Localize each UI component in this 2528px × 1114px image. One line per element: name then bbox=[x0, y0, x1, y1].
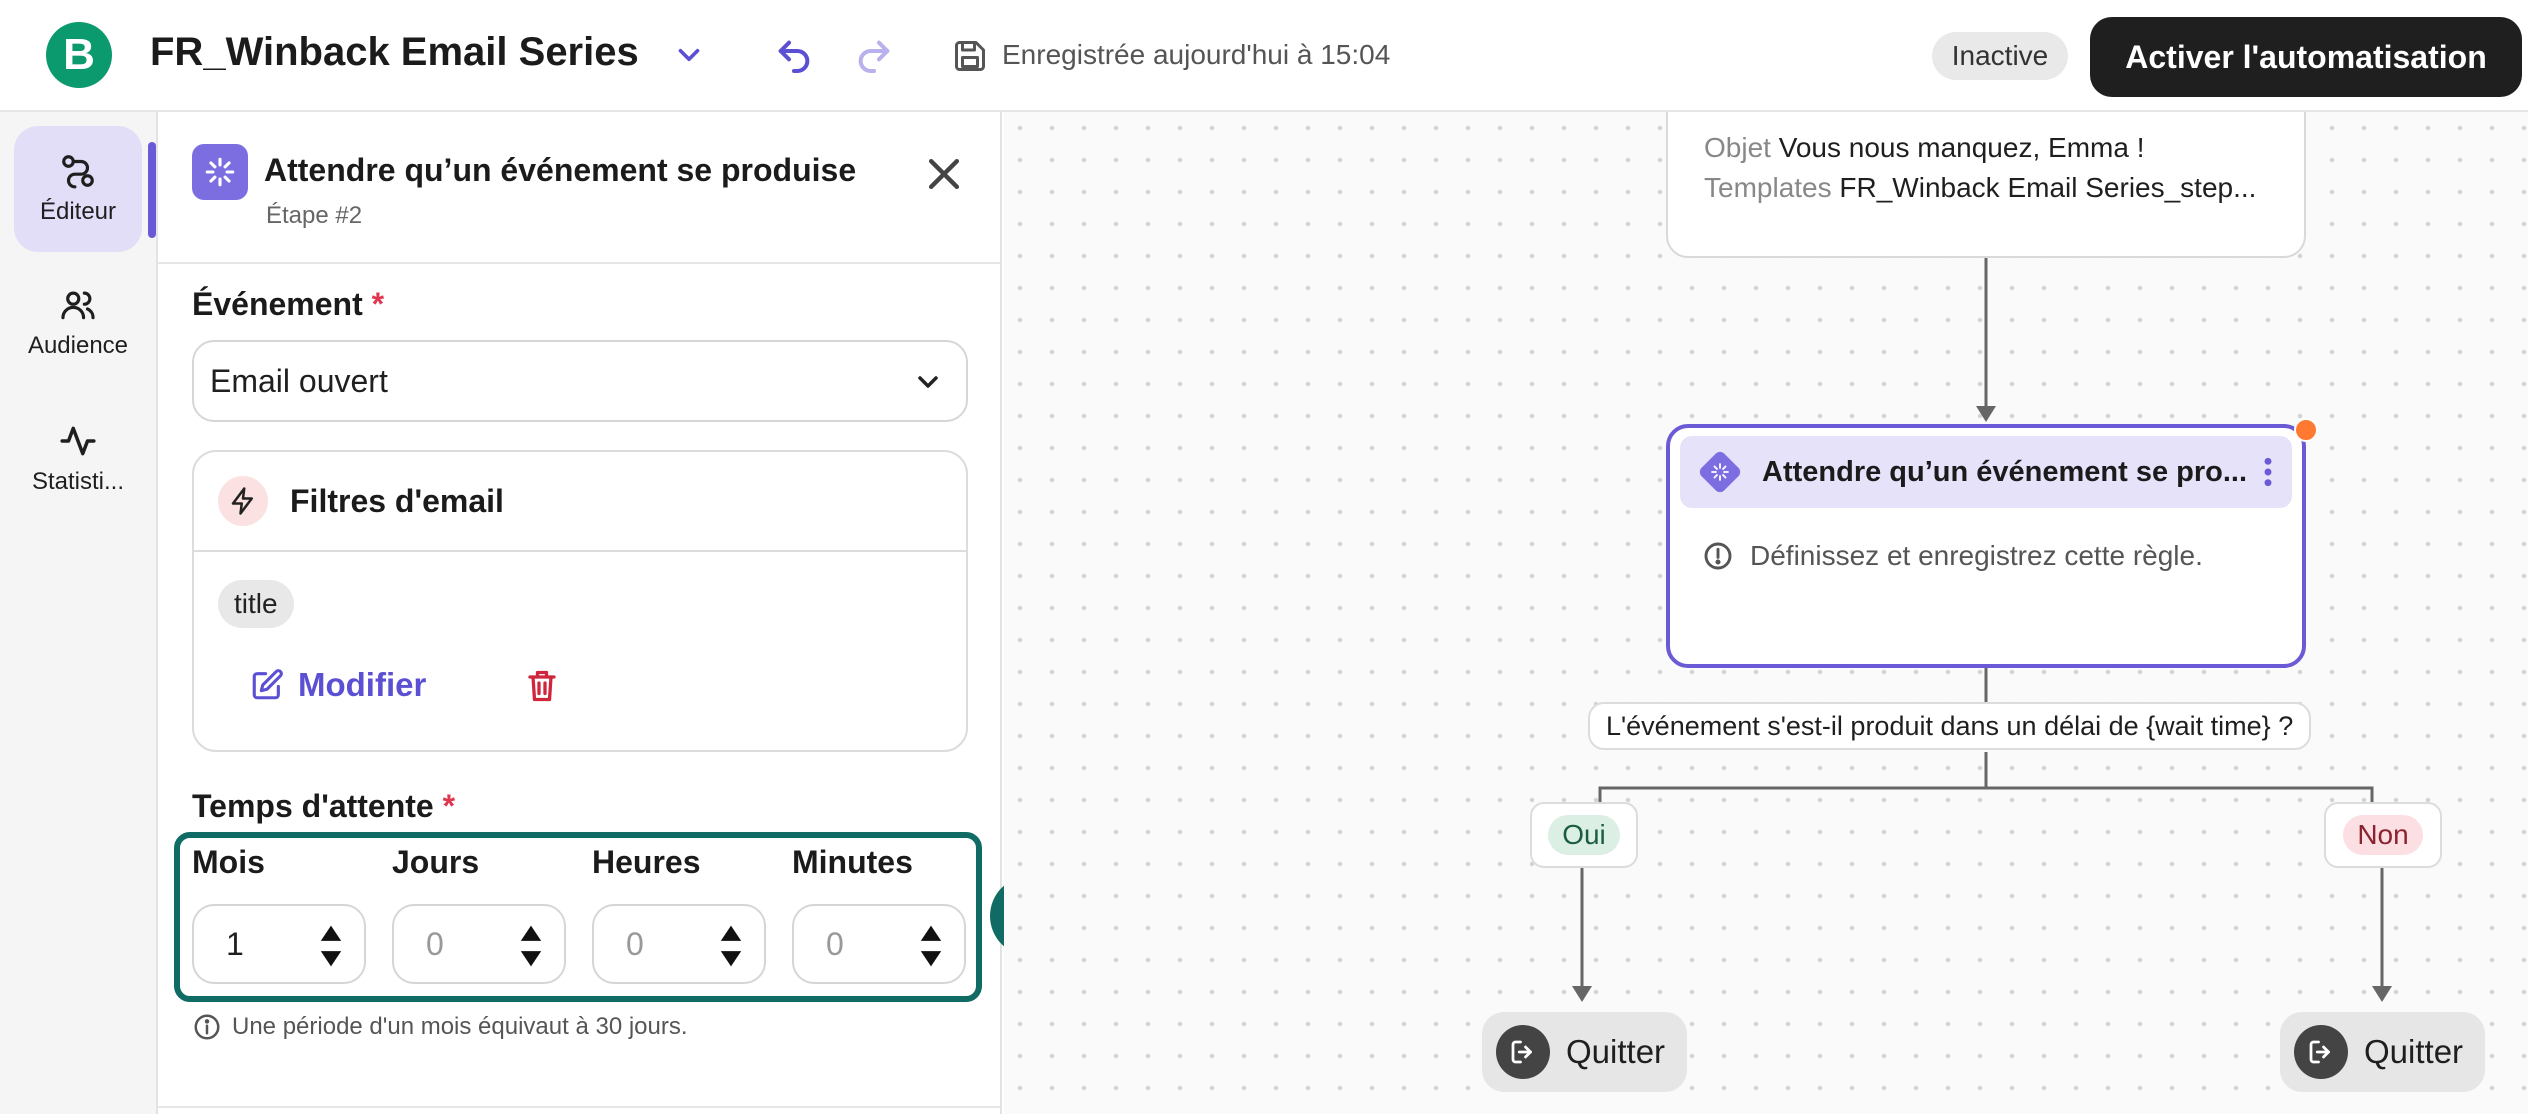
hours-value: 0 bbox=[626, 926, 644, 962]
email-filters-title: Filtres d'email bbox=[290, 483, 504, 519]
exit-icon bbox=[1496, 1025, 1550, 1079]
days-label: Jours bbox=[392, 844, 480, 880]
left-navigation-rail: Éditeur Audience Statisti... bbox=[0, 112, 158, 1114]
modify-filters-button[interactable]: Modifier bbox=[250, 666, 426, 704]
wait-event-node[interactable]: Attendre qu’un événement se pro... Défin… bbox=[1666, 424, 2306, 668]
wait-event-icon bbox=[1699, 451, 1741, 493]
event-label: Événement * bbox=[192, 286, 385, 322]
event-select-value: Email ouvert bbox=[210, 362, 388, 399]
wait-event-icon bbox=[192, 144, 248, 200]
spinner-arrows-icon[interactable] bbox=[914, 920, 948, 972]
step-settings-panel: Attendre qu’un événement se produise Éta… bbox=[158, 112, 1002, 1114]
more-options-icon[interactable] bbox=[2260, 456, 2276, 488]
spinner-arrows-icon[interactable] bbox=[514, 920, 548, 972]
workflow-canvas[interactable]: Objet Vous nous manquez, Emma ! Template… bbox=[1004, 112, 2528, 1114]
wait-event-node-title: Attendre qu’un événement se pro... bbox=[1762, 456, 2248, 488]
trash-icon[interactable] bbox=[524, 668, 560, 704]
minutes-label: Minutes bbox=[792, 844, 913, 880]
flow-connectors bbox=[1572, 258, 2392, 1002]
months-label: Mois bbox=[192, 844, 265, 880]
email-subject: Objet Vous nous manquez, Emma ! bbox=[1704, 132, 2145, 163]
lightning-icon bbox=[218, 476, 268, 526]
wait-time-label: Temps d'attente * bbox=[192, 788, 456, 824]
hours-stepper[interactable]: 0 bbox=[592, 904, 766, 984]
panel-divider bbox=[158, 1106, 1000, 1108]
brand-logo[interactable]: B bbox=[46, 22, 112, 88]
automation-title[interactable]: FR_Winback Email Series bbox=[150, 30, 639, 74]
email-template: Templates FR_Winback Email Series_step..… bbox=[1704, 172, 2257, 203]
condition-label: L'événement s'est-il produit dans un dél… bbox=[1588, 702, 2312, 750]
activity-icon bbox=[60, 426, 96, 456]
exit-icon bbox=[2294, 1025, 2348, 1079]
top-bar: B FR_Winback Email Series Enregistrée au… bbox=[0, 0, 2528, 112]
redo-icon[interactable] bbox=[854, 36, 894, 76]
rule-warning: Définissez et enregistrez cette règle. bbox=[1702, 540, 2203, 572]
spinner-arrows-icon[interactable] bbox=[314, 920, 348, 972]
months-stepper[interactable]: 1 bbox=[192, 904, 366, 984]
minutes-value: 0 bbox=[826, 926, 844, 962]
exit-node-yes[interactable]: Quitter bbox=[1482, 1012, 1688, 1092]
info-icon bbox=[194, 1014, 220, 1040]
minutes-stepper[interactable]: 0 bbox=[792, 904, 966, 984]
activate-automation-button[interactable]: Activer l'automatisation bbox=[2090, 17, 2522, 97]
days-value: 0 bbox=[426, 926, 444, 962]
step-number: Étape #2 bbox=[266, 202, 363, 229]
rail-item-label: Éditeur bbox=[39, 198, 117, 225]
months-value: 1 bbox=[226, 926, 244, 962]
rail-item-label: Statisti... bbox=[31, 468, 125, 495]
chevron-down-icon bbox=[918, 376, 938, 388]
wait-event-node-header: Attendre qu’un événement se pro... bbox=[1680, 436, 2292, 508]
unsaved-indicator bbox=[2294, 418, 2318, 442]
undo-icon[interactable] bbox=[774, 36, 814, 76]
hours-label: Heures bbox=[592, 844, 701, 880]
branch-yes: Oui bbox=[1530, 802, 1638, 868]
email-filters-card: Filtres d'email title Modifier bbox=[192, 450, 968, 752]
rail-item-editor[interactable]: Éditeur bbox=[14, 126, 142, 252]
save-icon bbox=[955, 41, 985, 71]
rail-item-audience[interactable]: Audience bbox=[14, 260, 142, 386]
workflow-icon bbox=[62, 155, 94, 189]
exit-node-no[interactable]: Quitter bbox=[2280, 1012, 2486, 1092]
email-step-node[interactable]: Objet Vous nous manquez, Emma ! Template… bbox=[1666, 112, 2306, 258]
days-stepper[interactable]: 0 bbox=[392, 904, 566, 984]
alert-circle-icon bbox=[1704, 542, 1732, 570]
panel-title: Attendre qu’un événement se produise bbox=[264, 152, 857, 188]
edit-icon bbox=[252, 669, 283, 700]
event-select[interactable]: Email ouvert bbox=[192, 340, 968, 422]
save-status-text: Enregistrée aujourd'hui à 15:04 bbox=[1002, 39, 1391, 70]
spinner-arrows-icon[interactable] bbox=[714, 920, 748, 972]
rail-item-statistics[interactable]: Statisti... bbox=[14, 396, 142, 522]
filter-chip: title bbox=[218, 580, 294, 628]
branch-no: Non bbox=[2324, 802, 2442, 868]
wait-time-hint: Une période d'un mois équivaut à 30 jour… bbox=[192, 1012, 688, 1042]
email-filters-header: Filtres d'email bbox=[194, 452, 966, 552]
active-indicator bbox=[148, 142, 156, 238]
rail-item-label: Audience bbox=[27, 332, 129, 359]
chevron-down-icon[interactable] bbox=[672, 38, 706, 72]
wait-time-highlight bbox=[174, 832, 982, 1002]
users-icon bbox=[61, 291, 95, 320]
panel-header: Attendre qu’un événement se produise Éta… bbox=[158, 112, 1000, 264]
close-icon[interactable] bbox=[922, 152, 966, 196]
status-badge: Inactive bbox=[1932, 32, 2068, 80]
